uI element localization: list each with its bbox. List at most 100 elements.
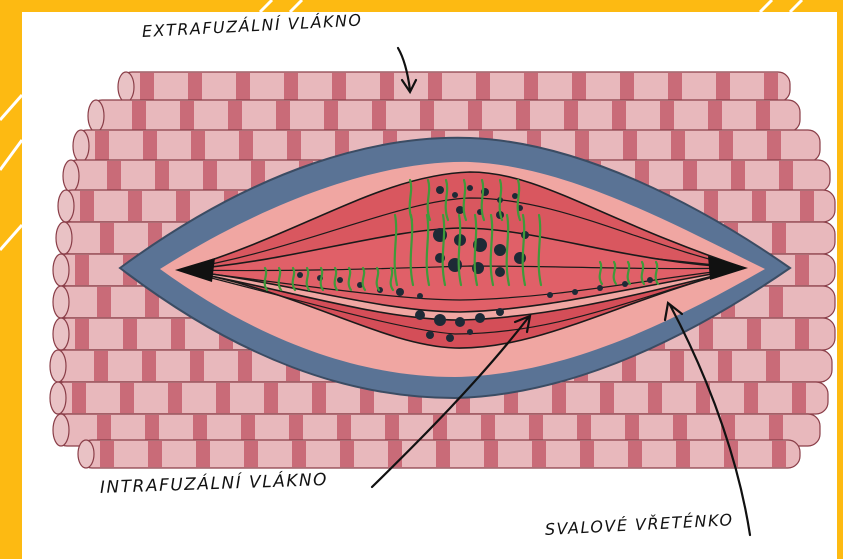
fiber-striation bbox=[292, 441, 306, 467]
fiber-striation bbox=[100, 223, 114, 253]
fiber-end-cap bbox=[53, 414, 69, 446]
fiber-striation bbox=[340, 441, 354, 467]
fiber-striation bbox=[107, 161, 121, 191]
extrafusal-fiber bbox=[120, 72, 790, 102]
fiber-striation bbox=[795, 319, 809, 349]
fiber-striation bbox=[756, 101, 770, 131]
fiber-striation bbox=[668, 73, 682, 101]
nucleus bbox=[496, 308, 504, 316]
fiber-striation bbox=[764, 73, 778, 101]
fiber-striation bbox=[123, 319, 137, 349]
nucleus bbox=[514, 252, 526, 264]
fiber-striation bbox=[648, 383, 662, 413]
extrafusal-fiber bbox=[90, 100, 800, 132]
nucleus bbox=[597, 285, 603, 291]
nucleus bbox=[547, 292, 553, 298]
fiber-striation bbox=[132, 101, 146, 131]
fiber-striation bbox=[516, 101, 530, 131]
nucleus bbox=[622, 281, 628, 287]
fiber-striation bbox=[168, 383, 182, 413]
fiber-end-cap bbox=[53, 254, 69, 286]
fiber-striation bbox=[95, 131, 109, 161]
fiber-striation bbox=[436, 441, 450, 467]
nucleus bbox=[396, 288, 404, 296]
fiber-striation bbox=[238, 351, 252, 381]
fiber-end-cap bbox=[58, 190, 74, 222]
fiber-striation bbox=[203, 161, 217, 191]
fiber-striation bbox=[97, 287, 111, 317]
nucleus bbox=[512, 193, 518, 199]
fiber-striation bbox=[800, 191, 814, 221]
fiber-striation bbox=[628, 441, 642, 467]
fiber-striation bbox=[244, 441, 258, 467]
fiber-striation bbox=[120, 383, 134, 413]
nucleus bbox=[572, 289, 578, 295]
fiber-striation bbox=[332, 73, 346, 101]
fiber-striation bbox=[747, 319, 761, 349]
fiber-end-cap bbox=[56, 222, 72, 254]
fiber-striation bbox=[580, 441, 594, 467]
fiber-striation bbox=[190, 351, 204, 381]
fiber-striation bbox=[188, 73, 202, 101]
fiber-striation bbox=[75, 319, 89, 349]
fiber-striation bbox=[264, 383, 278, 413]
fiber-striation bbox=[708, 101, 722, 131]
nucleus bbox=[337, 277, 343, 283]
fiber-striation bbox=[575, 131, 589, 161]
nucleus bbox=[452, 192, 458, 198]
fiber-striation bbox=[772, 223, 786, 253]
fiber-striation bbox=[236, 73, 250, 101]
fiber-striation bbox=[75, 255, 89, 285]
fiber-striation bbox=[284, 73, 298, 101]
fiber-end-cap bbox=[88, 100, 104, 132]
nucleus bbox=[434, 314, 446, 326]
nucleus bbox=[647, 277, 653, 283]
fiber-end-cap bbox=[50, 382, 66, 414]
fiber-striation bbox=[155, 161, 169, 191]
nucleus bbox=[455, 317, 465, 327]
fiber-striation bbox=[552, 383, 566, 413]
fiber-striation bbox=[228, 101, 242, 131]
fiber-striation bbox=[239, 131, 253, 161]
fiber-end-cap bbox=[118, 72, 134, 102]
fiber-striation bbox=[380, 73, 394, 101]
fiber-striation bbox=[372, 101, 386, 131]
fiber-striation bbox=[772, 441, 786, 467]
fiber-striation bbox=[148, 441, 162, 467]
fiber-striation bbox=[428, 73, 442, 101]
fiber-striation bbox=[769, 287, 783, 317]
fiber-striation bbox=[683, 161, 697, 191]
fiber-striation bbox=[564, 101, 578, 131]
fiber-striation bbox=[671, 131, 685, 161]
fiber-striation bbox=[623, 131, 637, 161]
fiber-end-cap bbox=[50, 350, 66, 382]
nucleus bbox=[446, 334, 454, 342]
nucleus bbox=[494, 244, 506, 256]
nucleus bbox=[467, 185, 473, 191]
fiber-striation bbox=[792, 383, 806, 413]
fiber-end-cap bbox=[53, 286, 69, 318]
fiber-striation bbox=[766, 351, 780, 381]
fiber-striation bbox=[524, 73, 538, 101]
fiber-striation bbox=[128, 191, 142, 221]
fiber-striation bbox=[287, 131, 301, 161]
fiber-striation bbox=[143, 131, 157, 161]
fiber-striation bbox=[795, 255, 809, 285]
fiber-striation bbox=[476, 73, 490, 101]
fiber-striation bbox=[731, 161, 745, 191]
fiber-striation bbox=[468, 101, 482, 131]
fiber-striation bbox=[100, 441, 114, 467]
fiber-end-cap bbox=[78, 440, 94, 468]
fiber-striation bbox=[752, 191, 766, 221]
fiber-striation bbox=[72, 383, 86, 413]
fiber-striation bbox=[324, 101, 338, 131]
fiber-striation bbox=[660, 101, 674, 131]
fiber-striation bbox=[767, 131, 781, 161]
fiber-striation bbox=[484, 441, 498, 467]
fiber-striation bbox=[719, 131, 733, 161]
fiber-striation bbox=[94, 351, 108, 381]
fiber-striation bbox=[216, 383, 230, 413]
nucleus bbox=[415, 310, 425, 320]
